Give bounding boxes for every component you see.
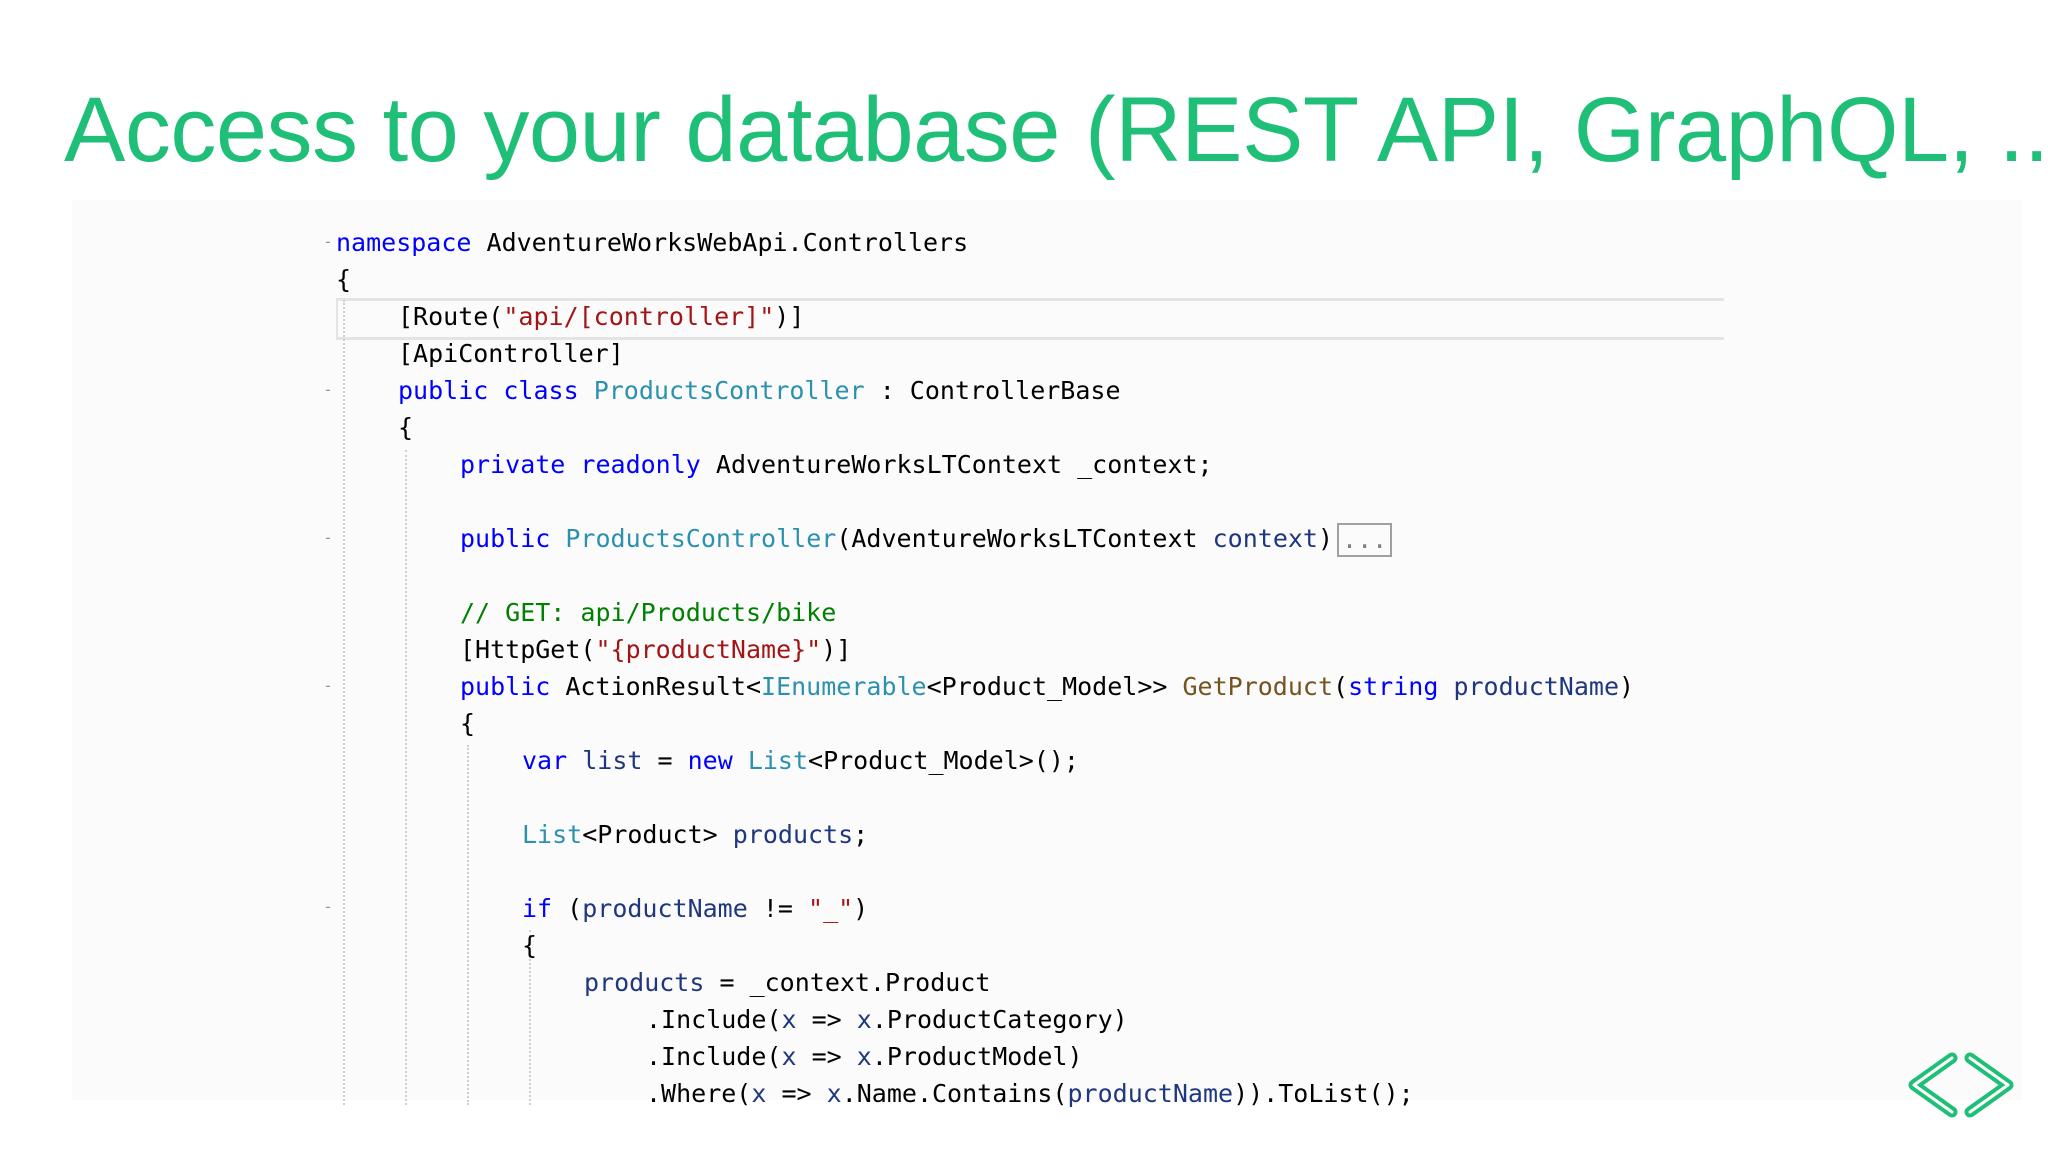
slide-title: Access to your database (REST API, Graph… <box>64 79 2048 181</box>
fold-marker-icon[interactable]: - <box>323 897 333 916</box>
code-line: .Include(x => x.ProductModel) <box>646 1042 1083 1071</box>
code-brackets-logo-icon <box>1908 1052 2014 1118</box>
code-line: namespace AdventureWorksWebApi.Controlle… <box>336 228 969 257</box>
code-line: // GET: api/Products/bike <box>460 598 837 627</box>
fold-marker-icon[interactable]: - <box>323 232 333 251</box>
collapsed-region-button[interactable]: ... <box>1337 523 1393 557</box>
code-line: public class ProductsController : Contro… <box>398 376 1121 405</box>
code-line: .Where(x => x.Name.Contains(productName)… <box>646 1079 1414 1108</box>
indent-guide <box>343 300 345 1105</box>
code-line: { <box>460 709 476 738</box>
fold-marker-icon[interactable]: - <box>323 380 333 399</box>
indent-guide <box>467 745 469 1105</box>
fold-marker-icon[interactable]: - <box>323 676 333 695</box>
code-screenshot-panel <box>72 200 2022 1100</box>
code-line: if (productName != "_") <box>522 894 869 923</box>
fold-marker-icon[interactable]: - <box>323 528 333 547</box>
code-line: products = _context.Product <box>584 968 991 997</box>
indent-guide <box>405 450 407 1105</box>
code-line: .Include(x => x.ProductCategory) <box>646 1005 1128 1034</box>
code-line: { <box>522 931 538 960</box>
code-line: var list = new List<Product_Model>(); <box>522 746 1079 775</box>
code-line: { <box>398 413 414 442</box>
indent-guide <box>529 930 531 1105</box>
current-line-highlight <box>336 298 1724 340</box>
code-line: [HttpGet("{productName}")] <box>460 635 852 664</box>
code-line: private readonly AdventureWorksLTContext… <box>460 450 1213 479</box>
code-line: public ActionResult<IEnumerable<Product_… <box>460 672 1635 701</box>
code-line: public ProductsController(AdventureWorks… <box>460 520 1393 557</box>
code-line: { <box>336 265 352 294</box>
code-line: [ApiController] <box>398 339 624 368</box>
code-line: [Route("api/[controller]")] <box>398 302 805 331</box>
code-line: List<Product> products; <box>522 820 869 849</box>
